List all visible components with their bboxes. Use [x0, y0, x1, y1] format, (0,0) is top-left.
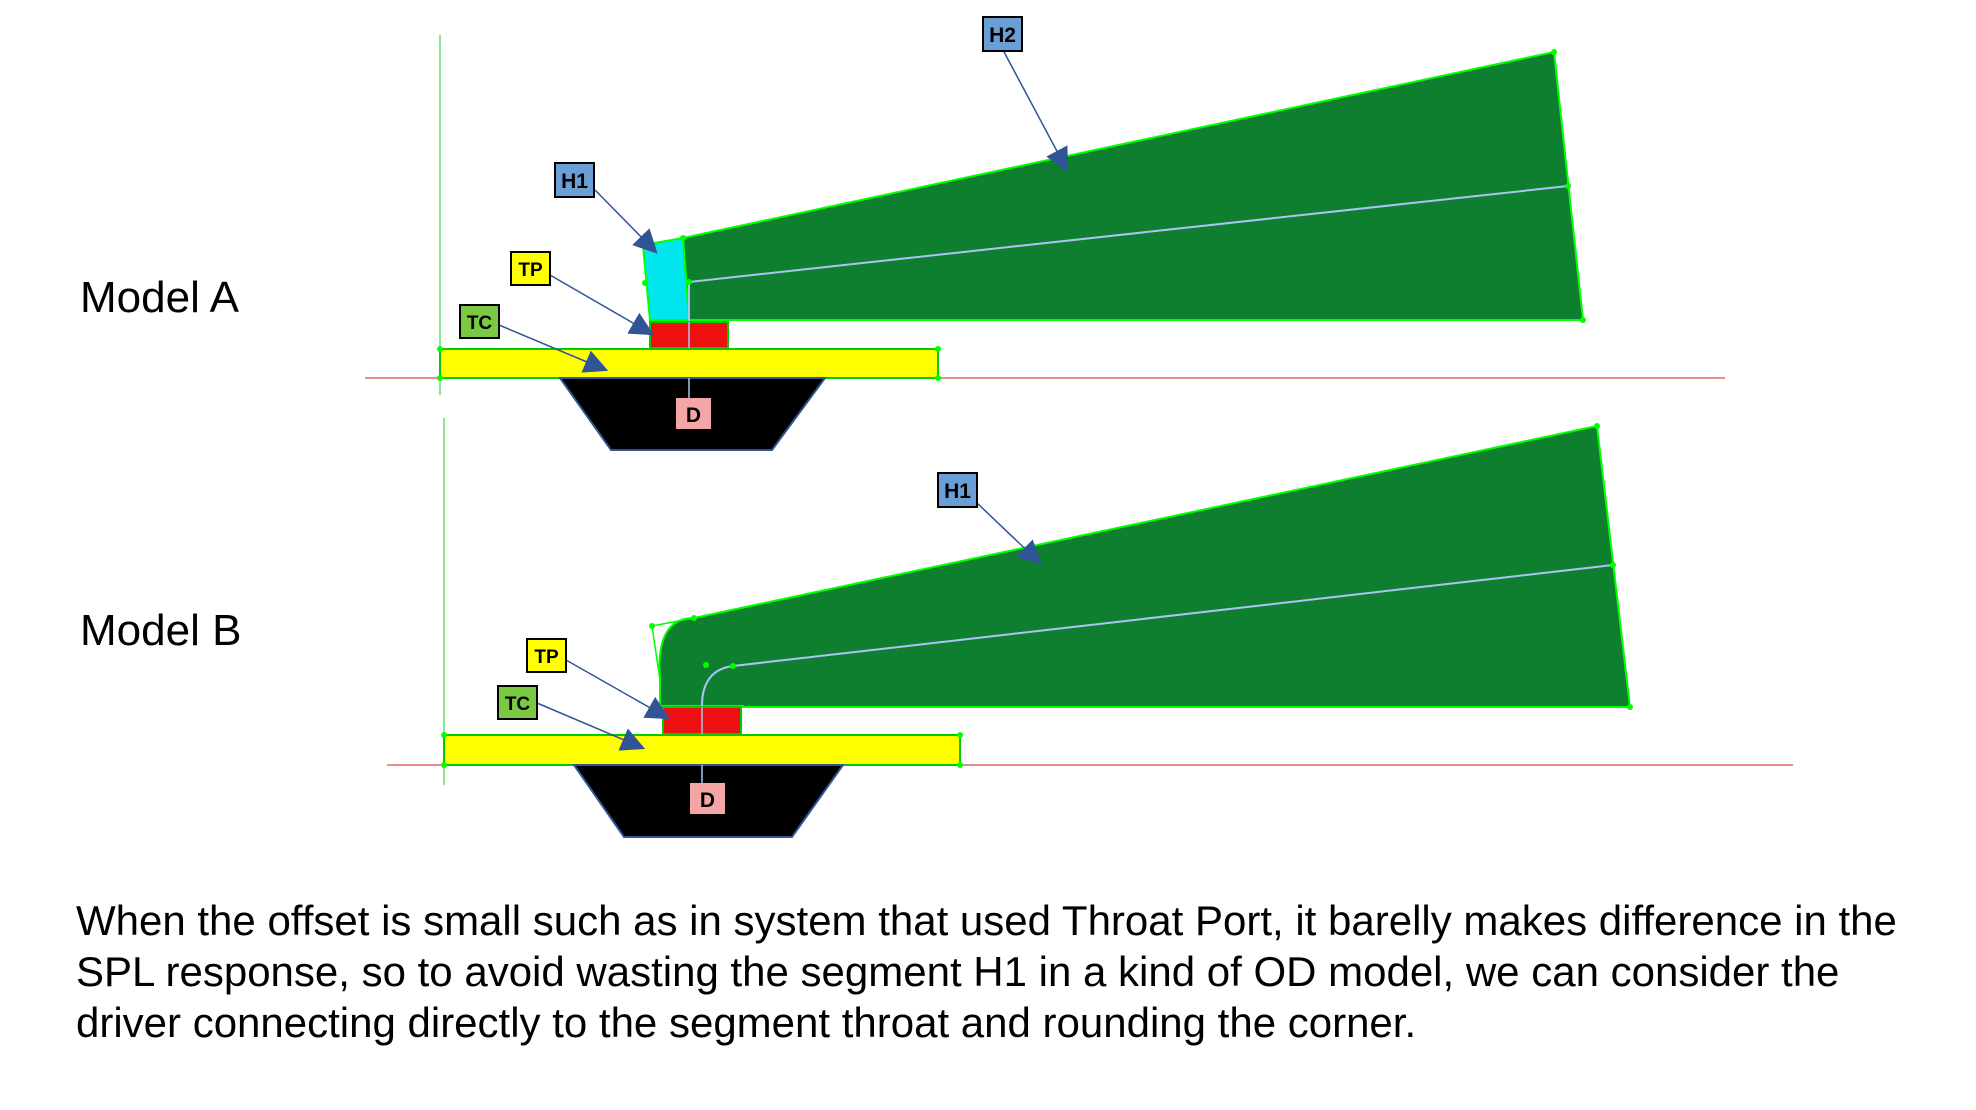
model-b-h1-tag-text: H1 [944, 480, 971, 503]
model-a-throat-chamber [439, 348, 939, 379]
horn-diagram: Model A H [80, 16, 1793, 838]
model-b-tc-tag-text: TC [505, 694, 531, 715]
model-a-tc-tag-text: TC [467, 313, 493, 334]
model-a-tp-tag-text: TP [518, 260, 543, 281]
model-a-group: Model A H [80, 16, 1725, 451]
model-b-group: Model B H1 [80, 418, 1793, 838]
model-b-tp-leader [565, 659, 671, 720]
model-b-throat-chamber [443, 734, 961, 766]
model-a-tc-leader [498, 324, 609, 373]
model-b-d-tag-text: D [700, 789, 715, 812]
model-b-label: Model B [80, 606, 241, 655]
model-a-h1-leader [594, 189, 658, 254]
model-b-tc-leader [536, 702, 646, 751]
model-a-tag-tc: TC [459, 304, 609, 373]
model-a-h2-leader [1002, 49, 1069, 173]
model-b-h1-leader [976, 502, 1042, 565]
model-b-tag-h1: H1 [937, 472, 1042, 565]
model-a-tp-leader [549, 274, 655, 336]
model-a-tag-d: D [676, 398, 711, 429]
model-b-horn-h1 [658, 424, 1632, 708]
model-b-vertex-dots [649, 423, 1633, 710]
model-a-segment-h1 [641, 236, 691, 321]
model-a-tag-h1: H1 [554, 162, 658, 254]
model-b-chamber-dots [441, 732, 963, 768]
model-a-h2-tag-text: H2 [989, 24, 1016, 47]
model-a-h1-tag-text: H1 [561, 170, 588, 193]
model-a-chamber-dots [437, 346, 941, 381]
model-a-d-tag-text: D [686, 404, 701, 427]
model-b-tag-tp: TP [526, 638, 671, 720]
model-b-tag-d: D [690, 783, 725, 814]
caption-text: When the offset is small such as in syst… [76, 897, 1897, 1046]
model-b-tp-tag-text: TP [534, 647, 559, 668]
model-b-tag-tc: TC [497, 685, 646, 751]
model-a-tag-h2: H2 [982, 16, 1069, 173]
model-a-horn-h2 [681, 50, 1585, 321]
model-a-label: Model A [80, 273, 240, 322]
model-a-tag-tp: TP [510, 251, 655, 336]
